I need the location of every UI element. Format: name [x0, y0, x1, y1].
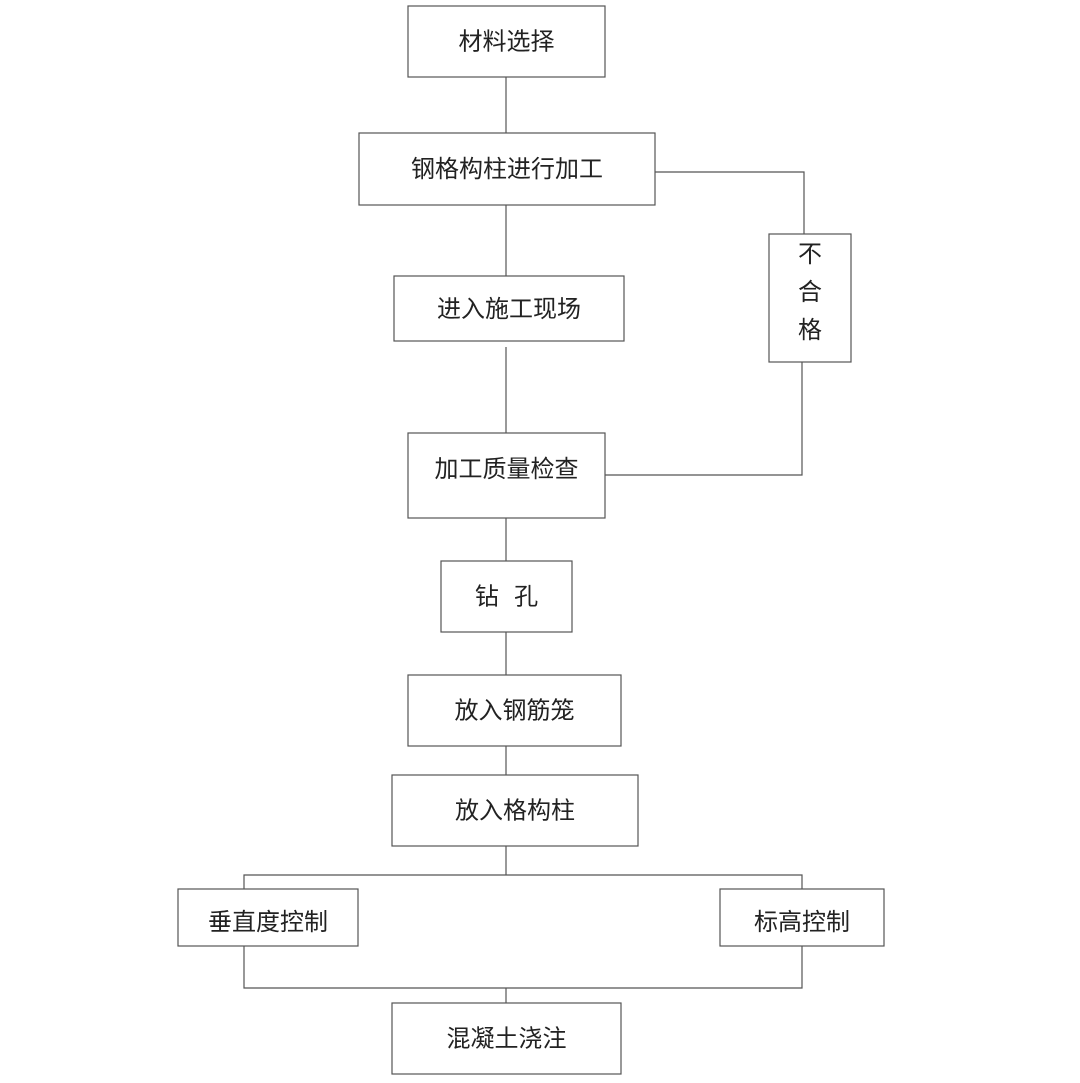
node-box — [407, 5, 606, 78]
node-label: 钻 孔 — [475, 583, 538, 611]
node-steel-column-processing: 钢格构柱进行加工 — [358, 132, 656, 206]
node-enter-site: 进入施工现场 — [393, 275, 625, 342]
node-label: 钢格构柱进行加工 — [411, 155, 603, 183]
node-label: 垂直度控制 — [208, 908, 328, 936]
node-box — [407, 674, 622, 747]
node-label: 材料选择 — [459, 28, 555, 56]
node-box — [768, 233, 852, 363]
node-box — [177, 888, 359, 947]
rejected-char-2: 合 — [798, 278, 822, 306]
rejected-char-1: 不 — [798, 240, 822, 268]
node-verticality-control: 垂直度控制 — [177, 888, 359, 947]
node-quality-check: 加工质量检查 — [407, 432, 606, 519]
node-drilling: 钻 孔 — [440, 560, 573, 633]
edge-merge-branches — [243, 946, 803, 989]
node-elevation-control: 标高控制 — [719, 888, 885, 947]
rejected-char-3: 格 — [798, 316, 822, 344]
node-label: 进入施工现场 — [437, 295, 581, 323]
edge-rejected-feedback — [655, 171, 805, 234]
edge-split-branches — [243, 874, 803, 889]
node-box — [719, 888, 885, 947]
node-label: 放入格构柱 — [455, 797, 575, 825]
node-box — [407, 432, 606, 519]
node-box — [440, 560, 573, 633]
connectors — [243, 77, 805, 1003]
node-material-selection: 材料选择 — [407, 5, 606, 78]
node-label: 标高控制 — [754, 908, 850, 936]
node-box — [393, 275, 625, 342]
node-place-rebar-cage: 放入钢筋笼 — [407, 674, 622, 747]
edge-quality-to-rejected — [605, 362, 803, 476]
node-label: 加工质量检查 — [435, 455, 579, 483]
node-concrete-pouring: 混凝土浇注 — [391, 1002, 622, 1075]
node-box — [391, 1002, 622, 1075]
node-place-lattice-column: 放入格构柱 — [391, 774, 639, 847]
node-rejected: 不 合 格 — [768, 233, 852, 363]
node-box — [391, 774, 639, 847]
node-label: 放入钢筋笼 — [455, 697, 575, 725]
node-label: 混凝土浇注 — [447, 1025, 567, 1053]
node-box — [358, 132, 656, 206]
